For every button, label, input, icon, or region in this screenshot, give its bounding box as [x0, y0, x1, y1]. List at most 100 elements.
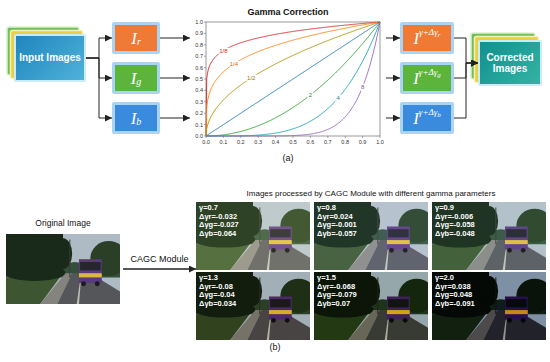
axis-tick-mark: [204, 113, 206, 114]
curve-label: 1/2: [246, 75, 256, 82]
curve-label: 1/8: [218, 47, 228, 54]
channel-symbol: γ+Δγ: [419, 28, 437, 37]
axis-tick-label: 1.0: [376, 139, 384, 145]
connector-arrow: [123, 268, 196, 270]
result-photo: γ=1.5Δγr=-0.068Δγg=-0.079Δγb=0.07: [314, 272, 428, 340]
bus-stripe: [79, 273, 102, 277]
curve-label: 2: [308, 92, 313, 99]
axis-tick-label: 0.8: [341, 139, 349, 145]
gamma-parameter: Δγr=-0.032: [196, 213, 310, 222]
gamma-parameter: γ=0.9: [432, 202, 546, 213]
gamma-parameter: Δγb=-0.048: [432, 230, 546, 239]
bus-body: [387, 296, 410, 319]
axis-tick-mark: [293, 136, 294, 138]
axis-tick-mark: [204, 101, 206, 102]
channel-symbol: I: [131, 70, 137, 87]
bus-wheel: [521, 318, 526, 323]
bus-wheel: [507, 318, 512, 323]
axis-tick-label: 0.1: [220, 139, 228, 145]
connector-arrow: [386, 78, 400, 79]
channel-symbol: g: [437, 72, 441, 79]
axis-tick-mark: [327, 136, 328, 138]
lamp-pole: [69, 240, 70, 278]
gamma-chart: Gamma Correction: [190, 6, 386, 152]
channel-symbol: I: [131, 110, 137, 127]
bus-window: [388, 229, 409, 237]
axis-tick-label: 0.8: [195, 42, 203, 48]
gamma-curve: [206, 22, 380, 136]
gamma-parameter: γ=0.7: [196, 202, 310, 213]
corrected-channel-box: Iγ+Δγg: [400, 62, 454, 94]
result-photo: γ=0.7Δγr=-0.032Δγg=-0.027Δγb=0.064: [196, 202, 310, 270]
result-photo: γ=1.3Δγr=-0.08Δγg=-0.04Δγb=0.034: [196, 272, 310, 340]
bus-wheel: [389, 318, 394, 323]
bus-wheel: [271, 318, 276, 323]
bus-window: [270, 229, 291, 237]
connector-arrow: [454, 38, 478, 63]
panel-label: (a): [283, 154, 294, 164]
result-grid: Images processed by CAGC Module with dif…: [196, 188, 546, 340]
bus-wheel: [285, 248, 290, 253]
lamp-pole: [377, 207, 378, 244]
connector-arrow: [160, 118, 190, 119]
result-photo: γ=0.8Δγr=0.024Δγg=-0.001Δγb=-0.057: [314, 202, 428, 270]
gamma-parameter: Δγb=0.07: [314, 300, 428, 309]
axis-tick-label: 0.7: [324, 139, 332, 145]
bus-wheel: [389, 248, 394, 253]
axis-tick-label: 0.0: [202, 139, 210, 145]
bus-window: [388, 299, 409, 307]
bus-body: [269, 296, 292, 319]
bus-wheel: [403, 248, 408, 253]
gamma-parameter: γ=1.3: [196, 272, 310, 283]
channel-symbol: I: [414, 30, 420, 47]
original-photo: Original Image: [6, 216, 120, 306]
channel-symbol: r: [438, 32, 441, 39]
channel-box: Ir: [112, 22, 160, 54]
result-photo: γ=2.0Δγr=0.038Δγg=0.048Δγb=-0.091: [432, 272, 546, 340]
gamma-parameter: Δγg=-0.027: [196, 221, 310, 230]
axis-tick-mark: [204, 67, 206, 68]
channel-symbol: b: [136, 117, 141, 127]
gamma-parameter: Δγb=-0.091: [432, 300, 546, 309]
channel-symbol: g: [136, 77, 141, 87]
bus-stripe: [387, 310, 410, 314]
input-images-stack: Input Images: [14, 34, 86, 82]
axis-tick-label: 0.1: [195, 122, 203, 128]
lamp-pole: [377, 277, 378, 314]
channel-box: Ib: [112, 102, 160, 134]
connector-arrow: [160, 38, 190, 39]
gamma-parameter: Δγb=0.034: [196, 300, 310, 309]
bus-wheel: [285, 318, 290, 323]
panel-heading: Gamma Correction: [190, 6, 386, 19]
axis-tick-mark: [204, 56, 206, 57]
panel-heading: Original Image: [6, 216, 120, 230]
left-tree: [6, 264, 65, 281]
axis-tick-label: 1.0: [195, 19, 203, 25]
connector-arrow: [160, 78, 190, 79]
connector-label: CAGC Module: [128, 255, 190, 265]
axis-tick-label: 0.2: [237, 139, 245, 145]
gamma-parameter: Δγg=-0.079: [314, 291, 428, 300]
axis-tick-label: 0.4: [195, 87, 203, 93]
axis-tick-label: 0.5: [195, 76, 203, 82]
gamma-parameter: γ=0.8: [314, 202, 428, 213]
bus-wheel: [507, 248, 512, 253]
axis-tick-label: 0.3: [195, 99, 203, 105]
bus-stripe: [269, 310, 292, 314]
axis-tick-mark: [204, 79, 206, 80]
panel-label: (b): [270, 343, 281, 353]
axis-tick-mark: [204, 22, 206, 23]
bus-stripe: [505, 240, 528, 244]
gamma-parameter: Δγg=-0.001: [314, 221, 428, 230]
axis-tick-label: 0.5: [289, 139, 297, 145]
axis-tick-label: 0.6: [307, 139, 315, 145]
connector-arrow: [86, 38, 112, 58]
gamma-parameter: Δγg=-0.04: [196, 291, 310, 300]
connector-arrow: [386, 38, 400, 39]
bus-window: [506, 229, 527, 237]
gamma-parameter: γ=2.0: [432, 272, 546, 283]
gamma-parameter: Δγb=0.064: [196, 230, 310, 239]
gamma-parameter: γ=1.5: [314, 272, 428, 283]
axis-tick-label: 0.9: [359, 139, 367, 145]
